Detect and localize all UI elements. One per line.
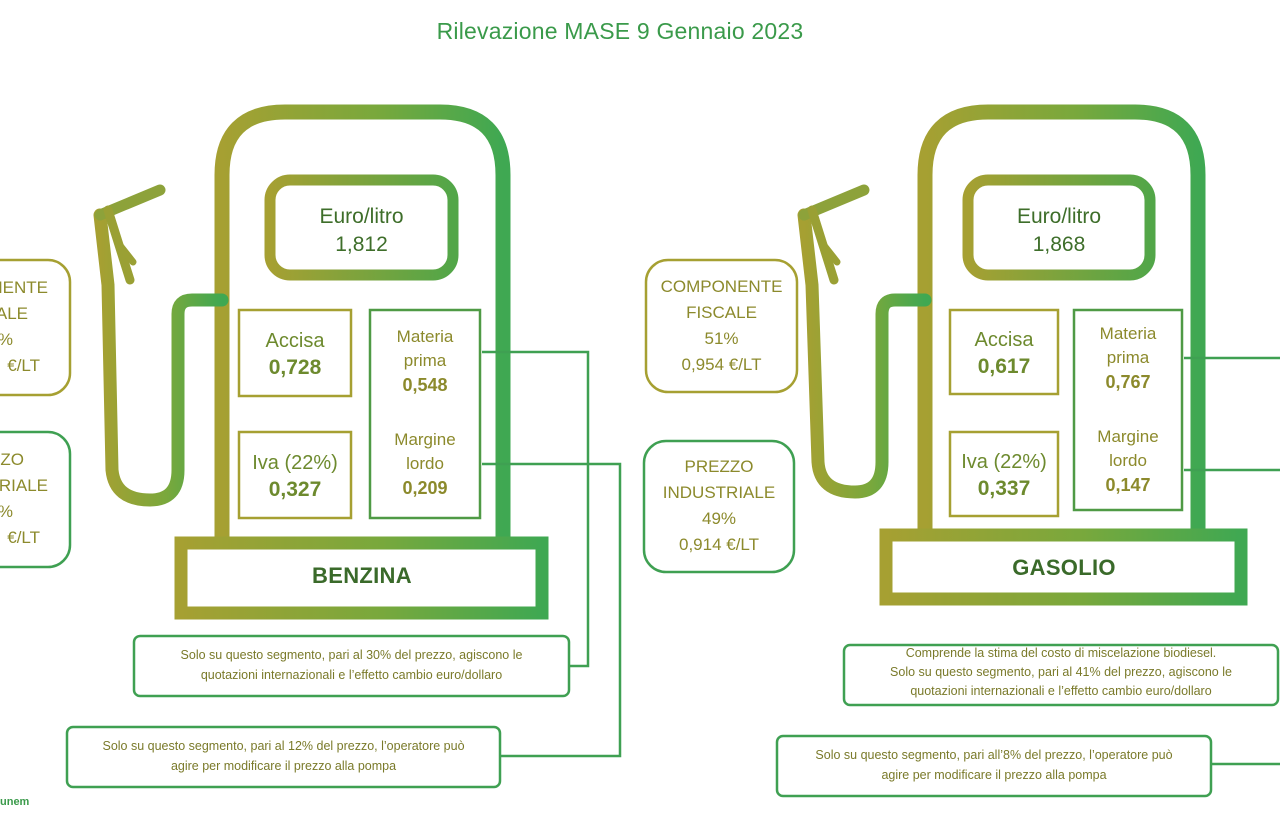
benzina-materia-label-1: Materia [396,327,454,346]
gasolio-price-label: Euro/litro [1016,205,1102,228]
gasolio-margine-label-2: lordo [1109,451,1147,470]
gasolio-fiscale-line2: FISCALE [686,303,757,322]
benzina-materia-label-2: prima [403,351,447,370]
benzina-price-display: Euro/litro 1,812 [275,203,448,259]
gasolio-note2-line1: Solo su questo segmento, pari all’8% del… [815,748,1173,762]
benzina-margine-label-1: Margine [394,430,456,449]
benzina-note1-line2: quotazioni internazionali e l’effetto ca… [200,668,503,682]
benzina-base-label: BENZINA [312,563,412,588]
benzina-accisa-cell: Accisa 0,728 [239,328,351,382]
benzina-fiscale-line4: €/LT [7,356,40,375]
benzina-accisa-label: Accisa [265,330,325,352]
gasolio-price-display: Euro/litro 1,868 [973,203,1145,259]
benzina-note2-line2: agire per modificare il prezzo alla pomp… [170,759,397,773]
gasolio-accisa-value: 0,617 [977,355,1031,378]
benzina-industriale-line4: €/LT [7,528,40,547]
benzina-materia-prima: Materia prima 0,548 [370,325,480,397]
benzina-fiscale-line2: ALE [0,304,28,323]
gasolio-materia-label-2: prima [1106,348,1150,367]
benzina-componente-fiscale: NENTE ALE % €/LT [0,275,48,379]
gasolio-fiscale-line1: COMPONENTE [660,277,783,296]
benzina-margine-label-2: lordo [406,454,444,473]
benzina-iva-cell: Iva (22%) 0,327 [239,450,351,504]
gasolio-note1-line2: Solo su questo segmento, pari al 41% del… [890,665,1232,679]
benzina-note2-line1: Solo su questo segmento, pari al 12% del… [102,739,465,753]
gasolio-margine-value: 0,147 [1105,475,1151,495]
gasolio-fiscale-line4: 0,954 €/LT [681,355,762,374]
benzina-fiscale-line3: % [0,327,48,353]
gasolio-materia-value: 0,767 [1105,372,1151,392]
benzina-margine-lordo: Margine lordo 0,209 [370,428,480,500]
gasolio-fiscale-line3: 51% [704,329,739,348]
benzina-industriale-line3: % [0,499,48,525]
gasolio-accisa-cell: Accisa 0,617 [950,327,1058,381]
gasolio-accisa-label: Accisa [974,329,1034,351]
gasolio-industriale-line2: INDUSTRIALE [662,483,776,502]
gasolio-base-label: GASOLIO [1012,555,1116,580]
gasolio-materia-prima: Materia prima 0,767 [1074,322,1182,394]
gasolio-note-margine: Solo su questo segmento, pari all’8% del… [777,745,1211,785]
benzina-industriale-line1: ZO [0,450,24,469]
benzina-fiscale-line1: NENTE [0,278,48,297]
gasolio-margine-label-1: Margine [1097,427,1159,446]
gasolio-industriale-line4: 0,914 €/LT [678,535,760,554]
gasolio-pump-graphic [797,104,1280,766]
gasolio-industriale-line3: 49% [701,509,737,528]
gasolio-componente-fiscale: COMPONENTE FISCALE 51% 0,954 €/LT [646,274,797,378]
gasolio-margine-lordo: Margine lordo 0,147 [1074,425,1182,497]
gasolio-price-value: 1,868 [1032,233,1086,256]
benzina-industriale-line2: RIALE [0,476,48,495]
benzina-note-margine: Solo su questo segmento, pari al 12% del… [67,736,500,776]
benzina-margine-value: 0,209 [402,478,448,498]
benzina-price-label: Euro/litro [319,205,404,228]
unem-logo-text: unem [0,796,30,808]
gasolio-iva-cell: Iva (22%) 0,337 [950,449,1058,503]
gasolio-note-materia: Comprende la stima del costo di miscelaz… [844,644,1278,701]
benzina-materia-value: 0,548 [402,375,448,395]
gasolio-note1-line1: Comprende la stima del costo di miscelaz… [905,646,1217,660]
gasolio-materia-label-1: Materia [1099,324,1157,343]
gasolio-iva-label: Iva (22%) [961,451,1047,473]
benzina-note-materia: Solo su questo segmento, pari al 30% del… [134,645,569,685]
benzina-price-value: 1,812 [335,233,388,256]
benzina-iva-label: Iva (22%) [252,452,338,474]
gasolio-industriale-line1: PREZZO [684,457,754,476]
benzina-note1-line1: Solo su questo segmento, pari al 30% del… [180,648,523,662]
gasolio-note2-line2: agire per modificare il prezzo alla pomp… [881,768,1107,782]
benzina-pump-graphic [93,104,622,758]
gasolio-prezzo-industriale: PREZZO INDUSTRIALE 49% 0,914 €/LT [644,454,794,558]
benzina-accisa-value: 0,728 [268,356,322,379]
gasolio-iva-value: 0,337 [977,477,1031,500]
gasolio-note1-line3: quotazioni internazionali e l’effetto ca… [910,684,1212,698]
page-title: Rilevazione MASE 9 Gennaio 2023 [436,18,804,44]
benzina-iva-value: 0,327 [268,478,322,501]
benzina-prezzo-industriale: ZO RIALE % €/LT [0,447,48,551]
